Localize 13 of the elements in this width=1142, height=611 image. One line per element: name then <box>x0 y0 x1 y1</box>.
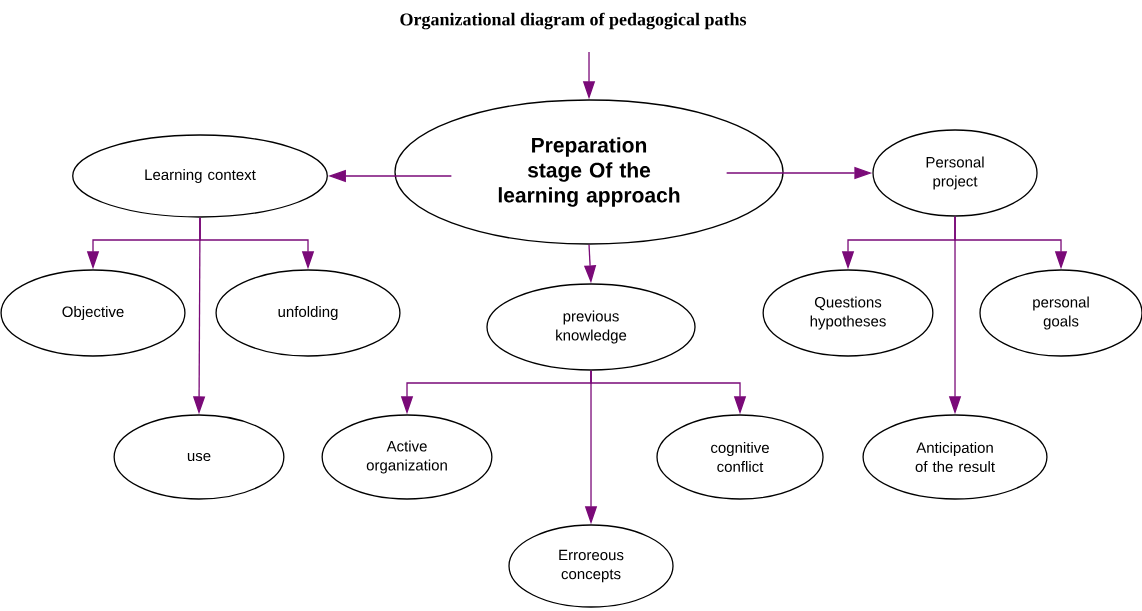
ellipse-node: Erroreous concepts <box>508 524 674 608</box>
ellipse-node: Learning context <box>72 134 328 218</box>
ellipse-node: Objective <box>0 269 186 357</box>
ellipse-node: Active organization <box>321 414 493 500</box>
ellipse-node: Anticipation of the result <box>862 414 1048 500</box>
ellipse-node: Personal project <box>872 129 1038 217</box>
ellipse-node: previous knowledge <box>486 283 696 371</box>
ellipse-node: use <box>113 414 285 500</box>
ellipse-node: unfolding <box>215 269 401 357</box>
ellipse-node: cognitive conflict <box>656 414 824 500</box>
title: Organizational diagram of pedagogical paths <box>400 12 747 30</box>
ellipse-node: Preparation stage Of the learning approach <box>394 99 784 245</box>
ellipse-node: Questions hypotheses <box>762 269 934 357</box>
